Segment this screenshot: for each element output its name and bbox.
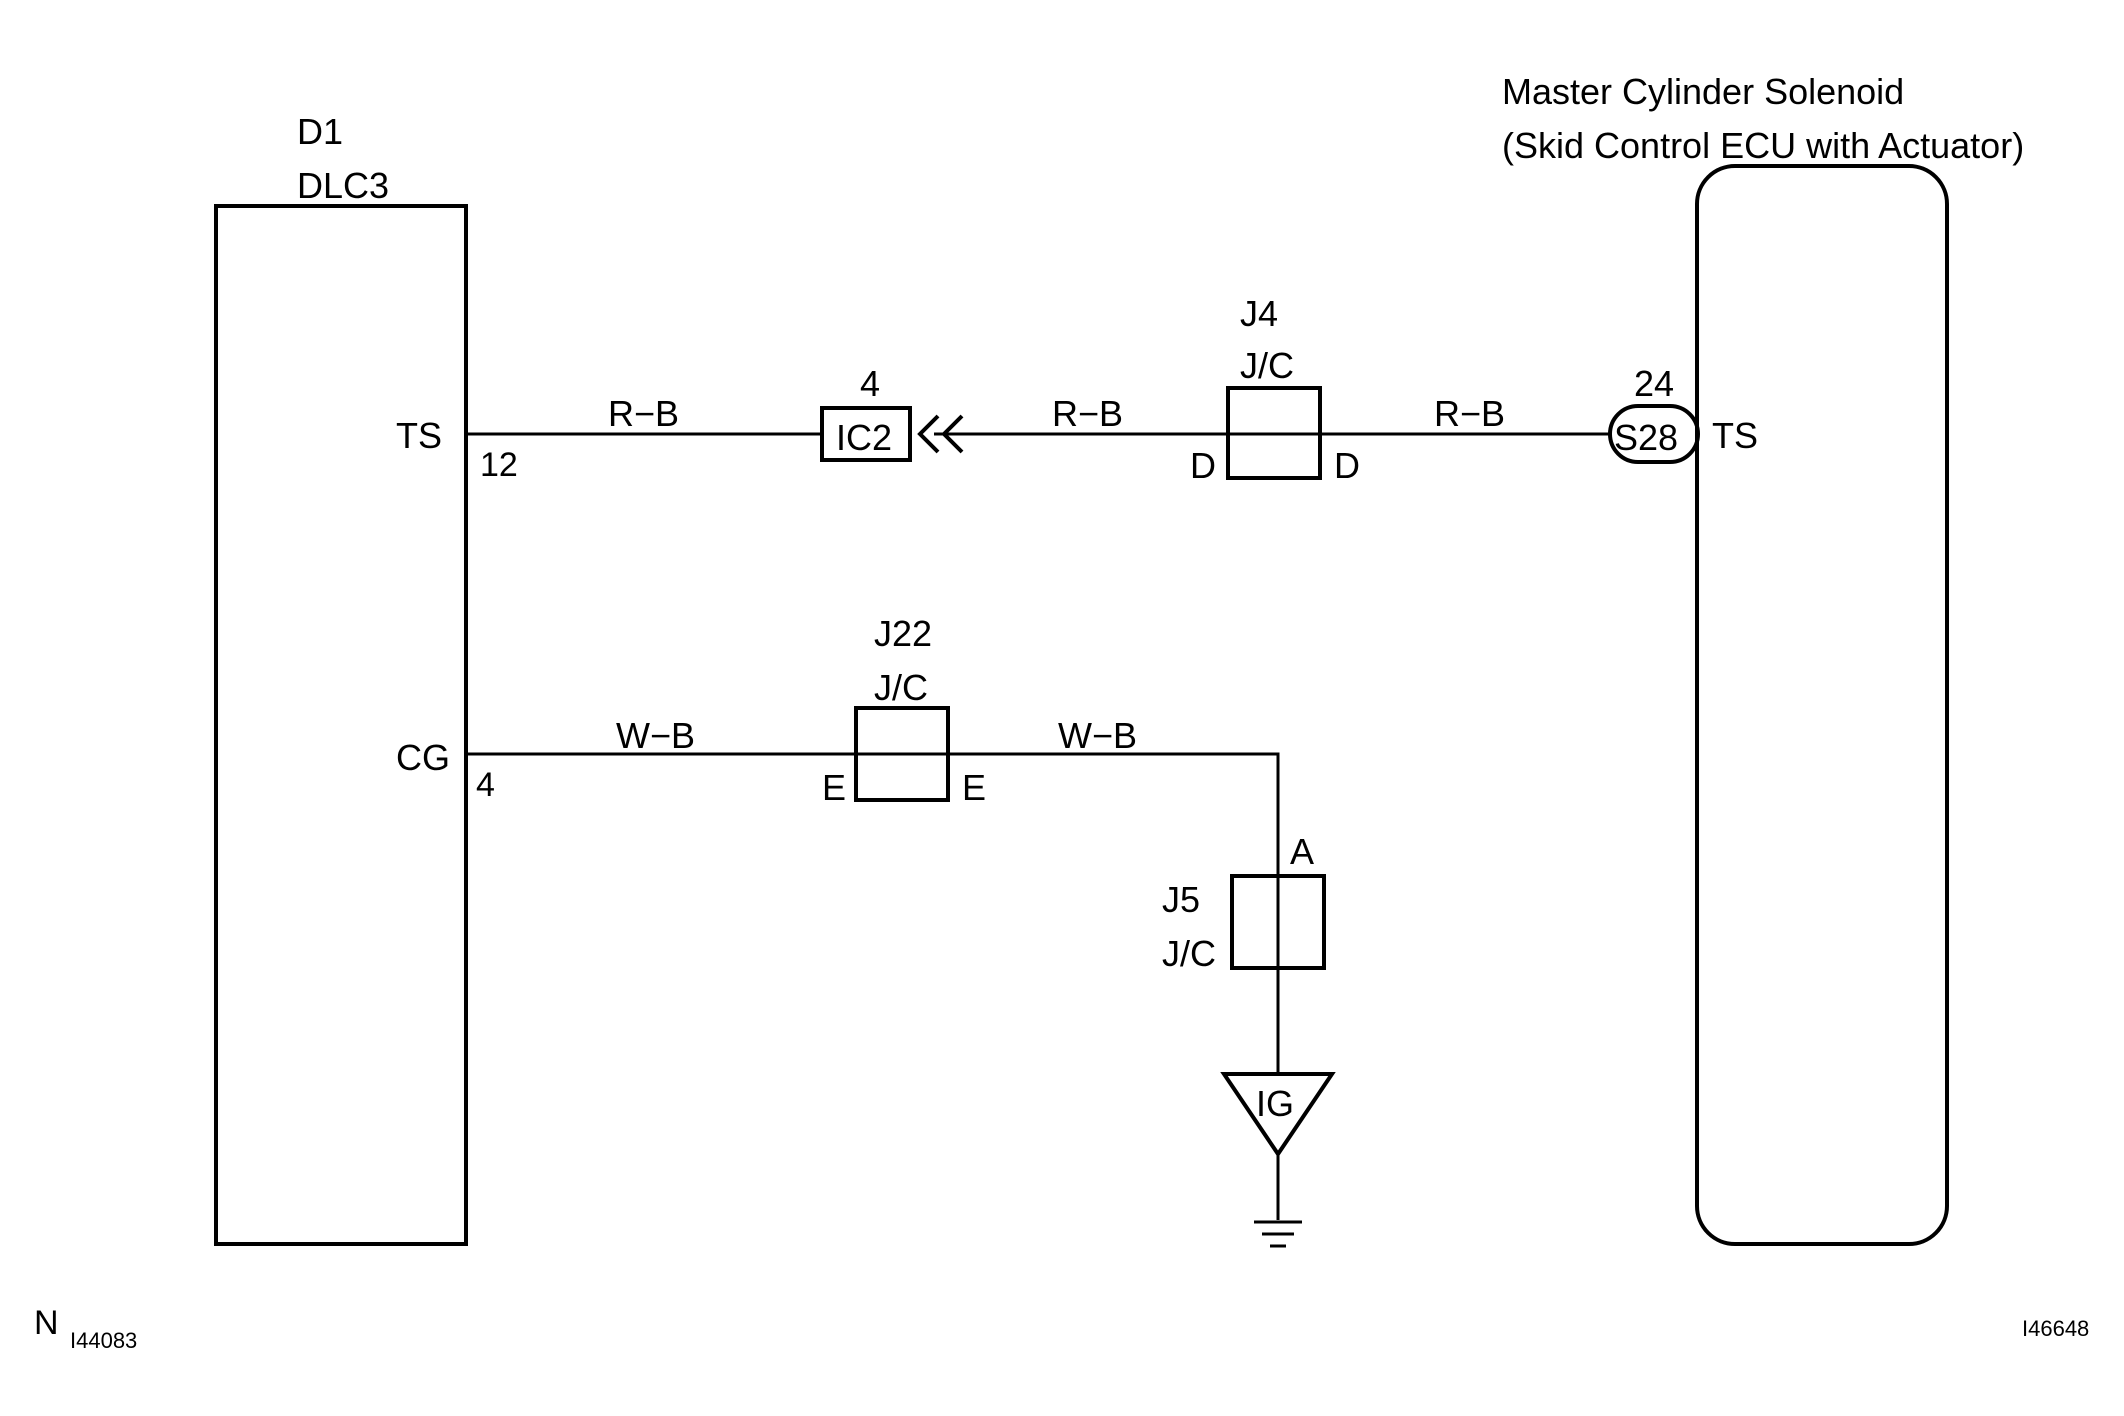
j4-type: J/C: [1240, 345, 1294, 386]
j4-pin-left: D: [1190, 445, 1216, 486]
j5-code: J5: [1162, 879, 1200, 920]
j22-code: J22: [874, 613, 932, 654]
j4-code: J4: [1240, 293, 1278, 334]
dlc3-pin-cg-label: CG: [396, 737, 450, 778]
ecu-title-line2: (Skid Control ECU with Actuator): [1502, 125, 2024, 166]
ic2-connector-box: [820, 406, 912, 462]
ic2-connector-label: IC2: [836, 417, 892, 458]
ic2-connector-pin: 4: [860, 363, 880, 404]
dlc3-box: [214, 204, 468, 1246]
cg-wire-color-1: W−B: [616, 715, 695, 756]
j5-type: J/C: [1162, 933, 1216, 974]
dlc3-name: DLC3: [297, 165, 389, 206]
dlc3-pin-ts-label: TS: [396, 415, 442, 456]
dlc3-pin-ts-number: 12: [480, 446, 518, 484]
j5-pin: A: [1290, 831, 1314, 872]
j22-pin-left: E: [822, 767, 846, 808]
ground-symbol-icon: [1254, 1220, 1302, 1248]
ecu-title-line1: Master Cylinder Solenoid: [1502, 71, 1904, 112]
s28-connector-label: S28: [1614, 417, 1678, 458]
s28-connector-oval: [1608, 404, 1700, 464]
ts-wire-color-3: R−B: [1434, 393, 1505, 434]
j22-pin-right: E: [962, 767, 986, 808]
j22-type: J/C: [874, 667, 928, 708]
ts-wire-color-2: R−B: [1052, 393, 1123, 434]
ic2-plug-chevron-icon: [917, 414, 940, 454]
footer-right-ref: I46648: [2022, 1316, 2089, 1341]
cg-wire-segment-2: [948, 752, 1280, 876]
skid-control-ecu-box: [1695, 164, 1949, 1246]
footer-corner-letter: N: [34, 1304, 59, 1342]
dlc3-pin-cg-number: 4: [476, 766, 495, 804]
ts-wire-color-1: R−B: [608, 393, 679, 434]
dlc3-code: D1: [297, 111, 343, 152]
ic2-plug-chevron-icon-outer: [941, 414, 964, 454]
s28-connector-pin: 24: [1634, 363, 1674, 404]
ig-ground-triangle-icon: [1220, 1072, 1336, 1158]
ig-ground-label: IG: [1256, 1083, 1294, 1124]
footer-left-ref: I44083: [70, 1328, 137, 1353]
cg-wire-color-2: W−B: [1058, 715, 1137, 756]
j4-pin-right: D: [1334, 445, 1360, 486]
ecu-pin-ts-label: TS: [1712, 415, 1758, 456]
